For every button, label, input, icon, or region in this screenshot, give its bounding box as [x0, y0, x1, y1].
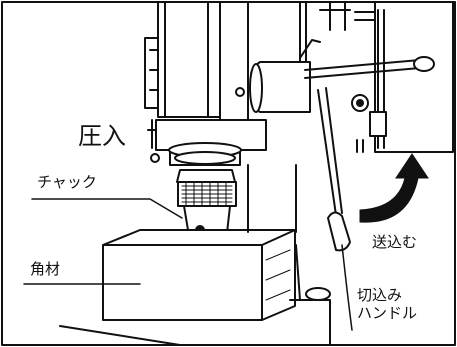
- feed-handle-label-line2: ハンドル: [357, 304, 418, 322]
- feed-handle-label: 切込み ハンドル: [357, 286, 417, 322]
- column-lower: [247, 164, 297, 233]
- press-fit-label: 圧入: [78, 122, 126, 150]
- square-block: [102, 229, 296, 321]
- drill-column: [299, 1, 454, 153]
- table-base: [59, 244, 331, 346]
- spindle-housing: [144, 1, 267, 166]
- square-block-label: 角材: [30, 260, 61, 278]
- feed-label: 送込む: [372, 233, 418, 251]
- handle-hub: [249, 39, 435, 113]
- feed-handle: [317, 87, 351, 252]
- feed-handle-label-line1: 切込み: [357, 286, 403, 304]
- chuck-leader-line: [31, 198, 183, 219]
- curved-arrow-icon: [359, 153, 429, 223]
- handle-leader-line: [341, 244, 353, 331]
- chuck-label: チャック: [37, 173, 97, 191]
